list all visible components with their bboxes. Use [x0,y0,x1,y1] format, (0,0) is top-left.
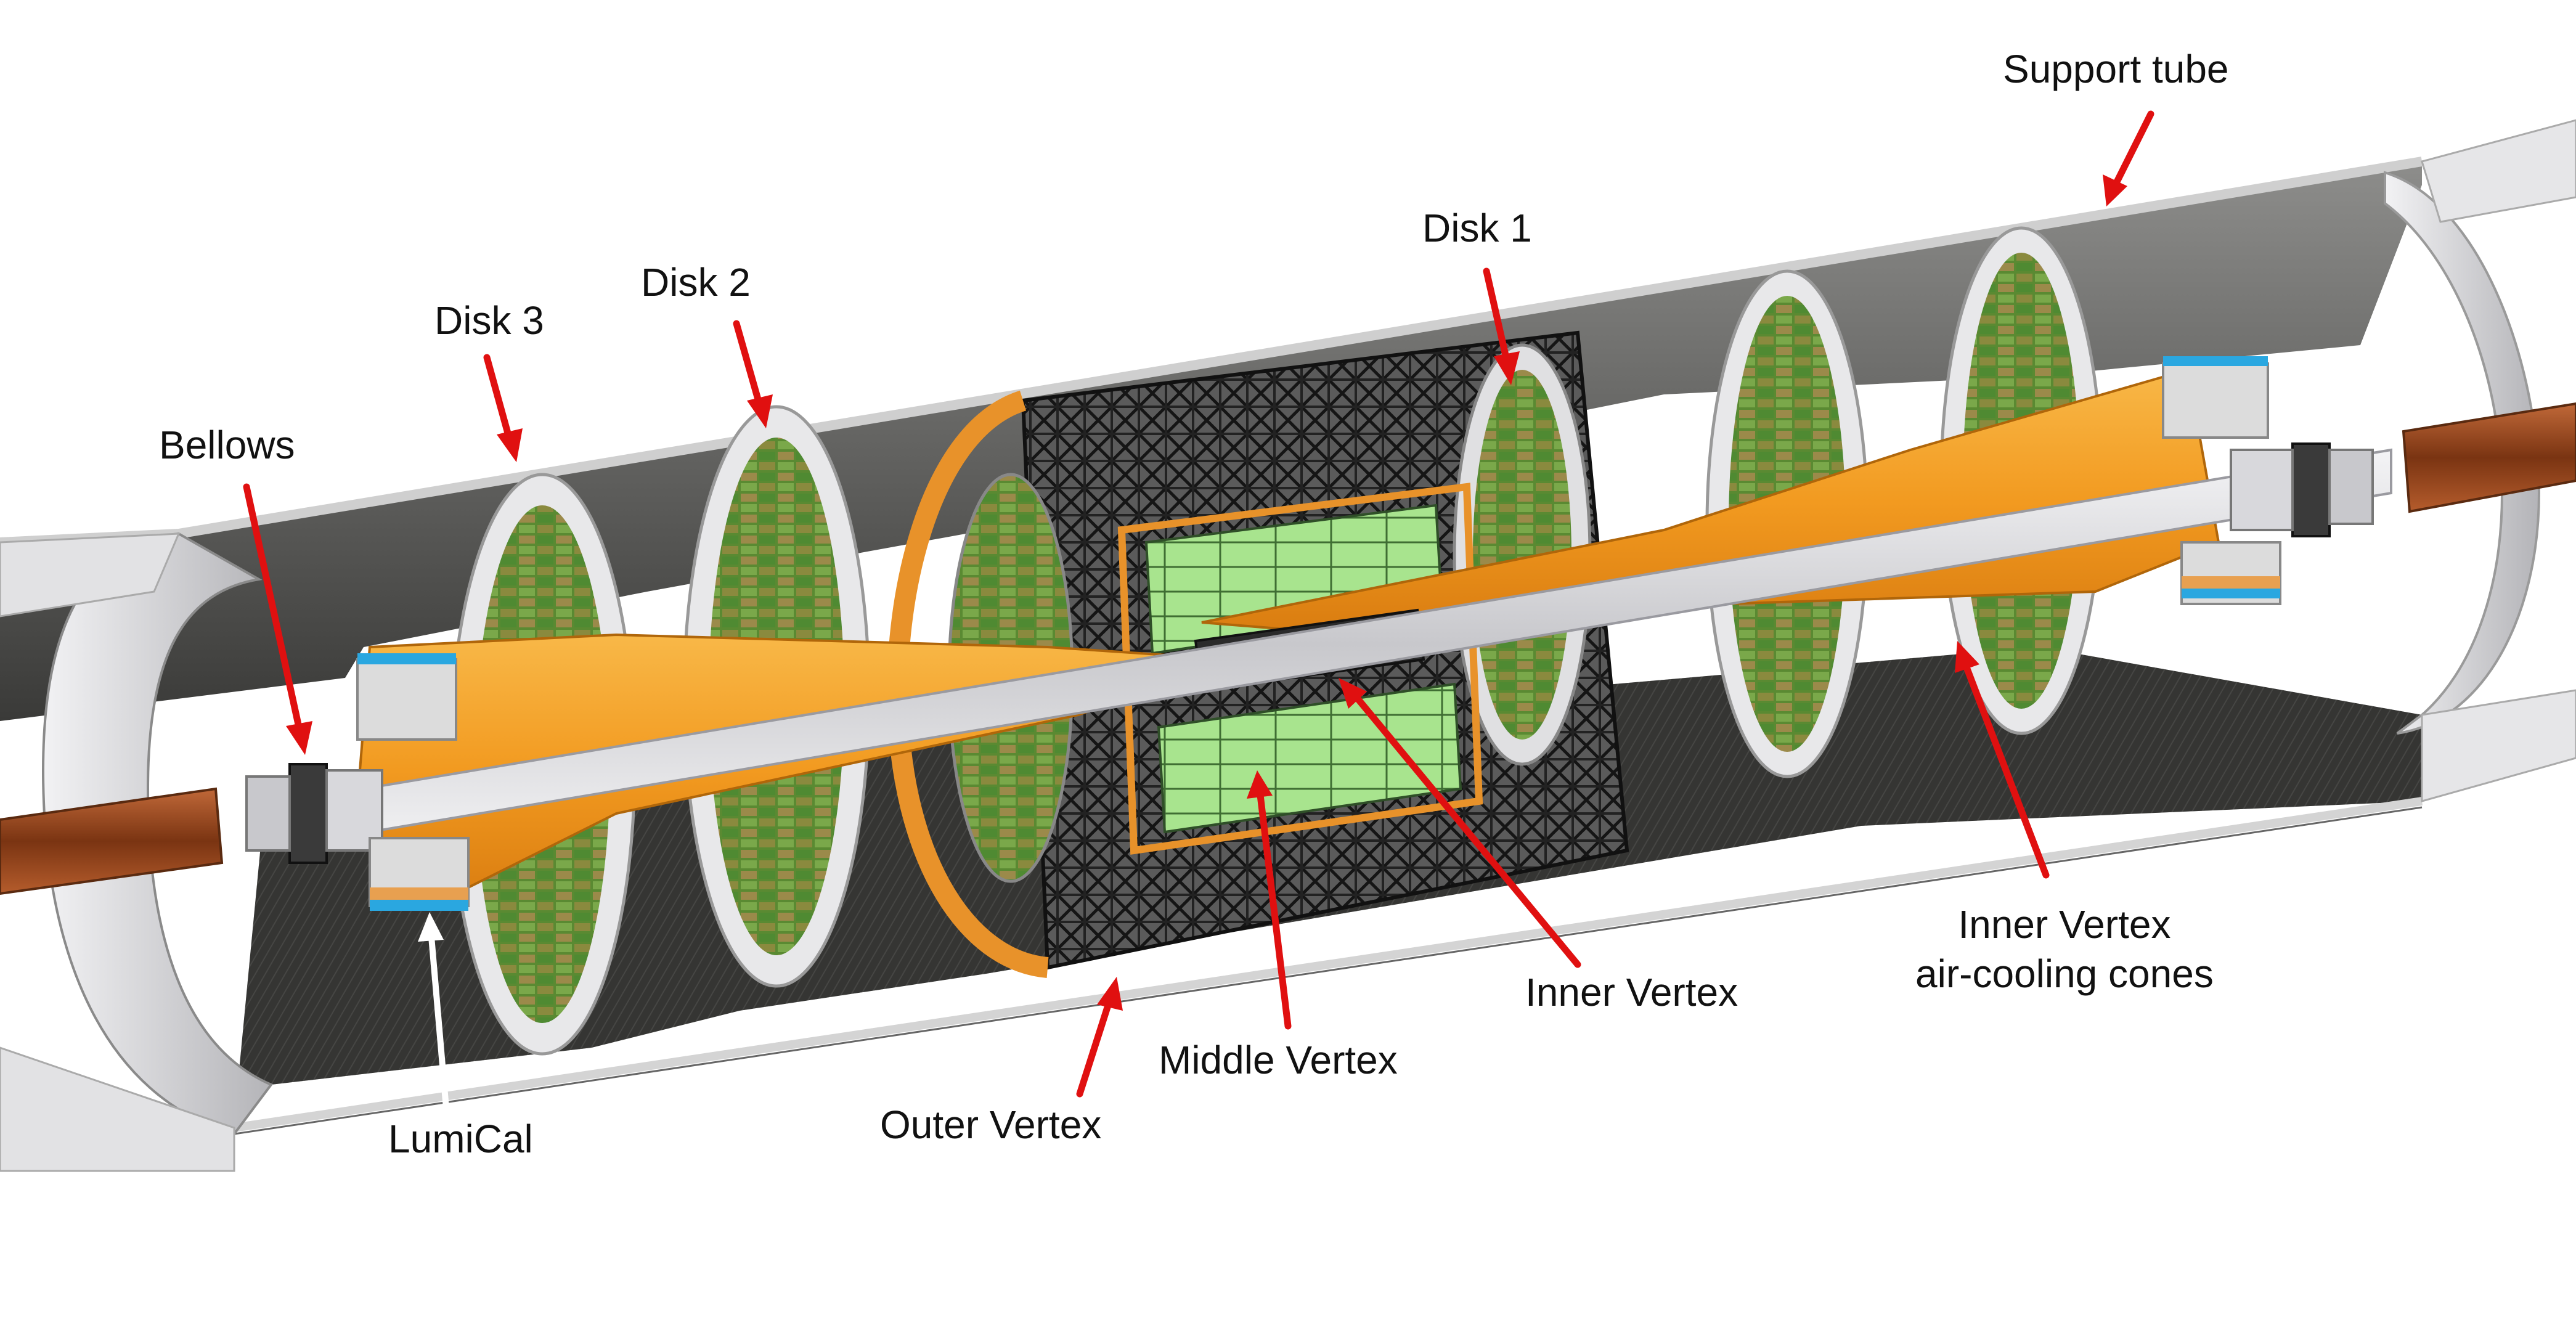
lumical-right-upper-blue [2163,356,2268,366]
middle-vertex-arrowhead [1247,770,1273,799]
right-outer-skirt-lower [2421,689,2576,802]
support-tube-label: Support tube [2003,47,2229,91]
inner-vertex-cones-label: Inner Vertex air-cooling cones [1915,900,2214,998]
support-tube-bottom-outline [234,806,2423,1135]
inner-vertex-label: Inner Vertex [1525,970,1738,1014]
right-outer-skirt [2421,119,2576,223]
lumical-upper-block [356,658,457,741]
support-tube-bottom-edge [233,797,2423,1132]
left-outer-skirt [0,532,181,618]
lumical-right-upper [2162,362,2269,439]
disk-2-arrowhead [747,394,773,428]
support-tube-arrowhead [2103,174,2127,206]
arrows [243,110,2154,1119]
right-end-flange [2384,171,2541,735]
lumical-label: LumiCal [388,1117,533,1161]
disk-3-arrowhead [497,428,523,462]
disk-3-label: Disk 3 [434,298,544,343]
lumical-lower-blue [370,900,468,911]
bellows-arrow-shaft [243,483,303,731]
lumical-right-lower-blue [2182,589,2280,598]
lumical-right-lower-tan [2182,576,2280,589]
cooling-cones-arrow-shaft [1962,662,2050,879]
disk-1-label: Disk 1 [1422,206,1532,250]
disk-2-label: Disk 2 [641,260,751,304]
middle-vertex-frame [1117,483,1483,855]
disk-3-arrow-shaft [483,354,513,441]
bellows-label: Bellows [159,423,295,467]
bellows-arrowhead [286,721,312,755]
middle-vertex-arrow-shaft [1257,791,1292,1030]
flange-clamp-left [245,775,291,852]
lumical-upper-blue [357,653,456,664]
disk-1-arrowhead [1494,351,1520,385]
bellows-left [288,763,328,864]
middle-vertex-label: Middle Vertex [1159,1038,1398,1082]
cooling-cones-arrowhead [1955,641,1979,673]
bellows-right-collar [2230,449,2294,531]
lumical-lower-tan [370,887,468,900]
inner-vertex-cones-label-line1: Inner Vertex [1958,902,2171,947]
disk-1-modules [1473,370,1571,740]
inner-vertex-cones-label-line2: air-cooling cones [1915,952,2214,996]
disk-1-arrow-shaft [1483,267,1510,364]
left-outer-skirt-lower [0,1046,235,1172]
outer-vertex-label: Outer Vertex [880,1103,1102,1147]
beam-pipe-copper-left [0,787,224,895]
inner-vertex-arrow-shaft [1352,693,1581,968]
flange-clamp-right [2328,449,2374,525]
disk-2-arrow-shaft [733,320,763,407]
lumical-arrowhead [418,912,444,942]
lumical-arrow-shaft [428,934,450,1119]
inner-vertex-arrowhead [1339,678,1367,709]
bellows-right [2291,442,2331,537]
outer-vertex-arrowhead [1097,977,1123,1011]
outer-vertex-arrow-shaft [1076,998,1113,1098]
beam-pipe-copper-right [2402,402,2576,513]
support-tube-arrow-shaft [2113,110,2154,186]
